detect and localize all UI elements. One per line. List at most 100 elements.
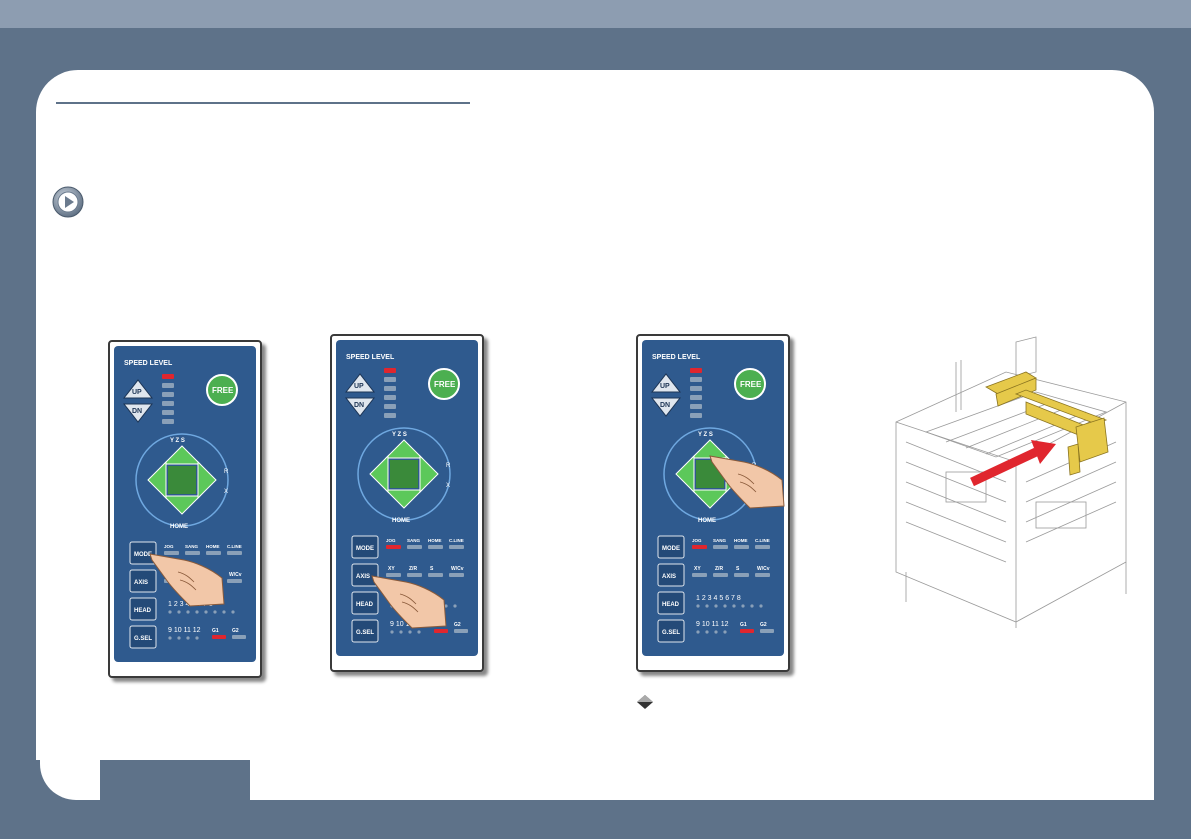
play-circle-icon[interactable]	[52, 186, 84, 218]
head-led	[408, 630, 412, 634]
speed-led	[162, 401, 174, 406]
mode-option-label: C.LINE	[227, 544, 242, 549]
jog-center	[168, 466, 196, 494]
speed-down-label: DN	[132, 408, 142, 415]
section-rule	[56, 102, 470, 104]
speed-led	[162, 383, 174, 388]
axis-led	[407, 573, 422, 577]
head-led	[390, 630, 394, 634]
axis-button[interactable]	[657, 563, 685, 587]
axis-top-label: Y Z S	[392, 432, 407, 438]
jog-left-button[interactable]	[147, 460, 167, 500]
axis-button[interactable]	[129, 569, 157, 593]
axis-r-label: R	[446, 463, 451, 469]
head-led	[222, 610, 226, 614]
head-button[interactable]	[657, 591, 685, 615]
group-select-button[interactable]	[657, 619, 685, 643]
axis-option-label: W/Cv	[757, 566, 770, 572]
axis-button-label: AXIS	[356, 574, 370, 580]
jog-left-button[interactable]	[675, 454, 695, 494]
mode-led	[164, 551, 179, 555]
jog-left-button[interactable]	[369, 454, 389, 494]
axis-option-label: W/Cv	[229, 572, 242, 578]
head-button[interactable]	[129, 597, 157, 621]
jog-right-button[interactable]	[197, 460, 217, 500]
group-select-button[interactable]	[351, 619, 379, 643]
head-row2-label: 9 10 11 12	[168, 627, 201, 634]
head-led	[186, 610, 190, 614]
speed-led	[690, 386, 702, 391]
group-label: G2	[760, 622, 767, 628]
speed-led	[690, 395, 702, 400]
group-led	[212, 635, 226, 639]
group-led	[434, 629, 448, 633]
diamond-bullet-icon	[637, 695, 653, 709]
mode-button[interactable]	[657, 535, 685, 559]
jog-down-button[interactable]	[690, 489, 730, 509]
speed-down-button[interactable]	[650, 397, 682, 417]
head-row2-label: 9 10 11 12	[390, 621, 423, 628]
jog-down-button[interactable]	[162, 495, 202, 515]
head-led	[195, 636, 199, 640]
speed-led	[384, 377, 396, 382]
mode-led	[734, 545, 749, 549]
jog-down-button[interactable]	[384, 489, 424, 509]
mode-button-label: MODE	[134, 552, 152, 558]
hand-shape	[709, 455, 785, 509]
speed-led	[162, 392, 174, 397]
axis-option-label: Z/R	[715, 566, 723, 572]
jog-up-button[interactable]	[384, 439, 424, 459]
axis-led	[692, 573, 707, 577]
head-led	[204, 610, 208, 614]
speed-down-button[interactable]	[122, 403, 154, 423]
group-led	[740, 629, 754, 633]
speed-level-label: SPEED LEVEL	[346, 354, 395, 361]
head-button[interactable]	[351, 591, 379, 615]
hand-fingers	[399, 593, 419, 613]
axis-top-label: Y Z S	[698, 432, 713, 438]
group-select-button-label: G.SEL	[134, 636, 152, 642]
mode-button[interactable]	[129, 541, 157, 565]
speed-led	[384, 413, 396, 418]
head-led	[741, 604, 745, 608]
hand-shape	[149, 553, 225, 607]
axis-led	[713, 573, 728, 577]
pointing-hand	[371, 575, 447, 629]
mode-option-label: SANG	[185, 544, 199, 549]
axis-led	[386, 573, 401, 577]
jog-right-button[interactable]	[419, 454, 439, 494]
speed-up-button[interactable]	[122, 379, 154, 399]
axis-button[interactable]	[351, 563, 379, 587]
free-button[interactable]	[734, 368, 766, 400]
axis-option-label: XY	[388, 566, 395, 572]
head-led	[231, 610, 235, 614]
axis-button-label: AXIS	[134, 580, 148, 586]
head-button-label: HEAD	[356, 602, 374, 608]
mode-button[interactable]	[351, 535, 379, 559]
group-label: G2	[232, 628, 239, 634]
speed-led	[384, 404, 396, 409]
axis-led	[449, 573, 464, 577]
speed-led	[162, 419, 174, 424]
jog-up-button[interactable]	[162, 445, 202, 465]
axis-led	[428, 573, 443, 577]
axis-option-label: S	[736, 566, 740, 572]
speed-down-button[interactable]	[344, 397, 376, 417]
free-button[interactable]	[428, 368, 460, 400]
free-button[interactable]	[206, 374, 238, 406]
group-select-button[interactable]	[129, 625, 157, 649]
axis-led	[755, 573, 770, 577]
head-led	[417, 630, 421, 634]
group-label: G1	[740, 622, 747, 628]
jog-up-button[interactable]	[690, 439, 730, 459]
head-led	[444, 604, 448, 608]
free-label: FREE	[434, 380, 456, 389]
axis-option-label: XY	[694, 566, 701, 572]
speed-up-button[interactable]	[344, 373, 376, 393]
head-led	[723, 604, 727, 608]
speed-level-label: SPEED LEVEL	[652, 354, 701, 361]
head-led	[714, 630, 718, 634]
speed-up-button[interactable]	[650, 373, 682, 393]
